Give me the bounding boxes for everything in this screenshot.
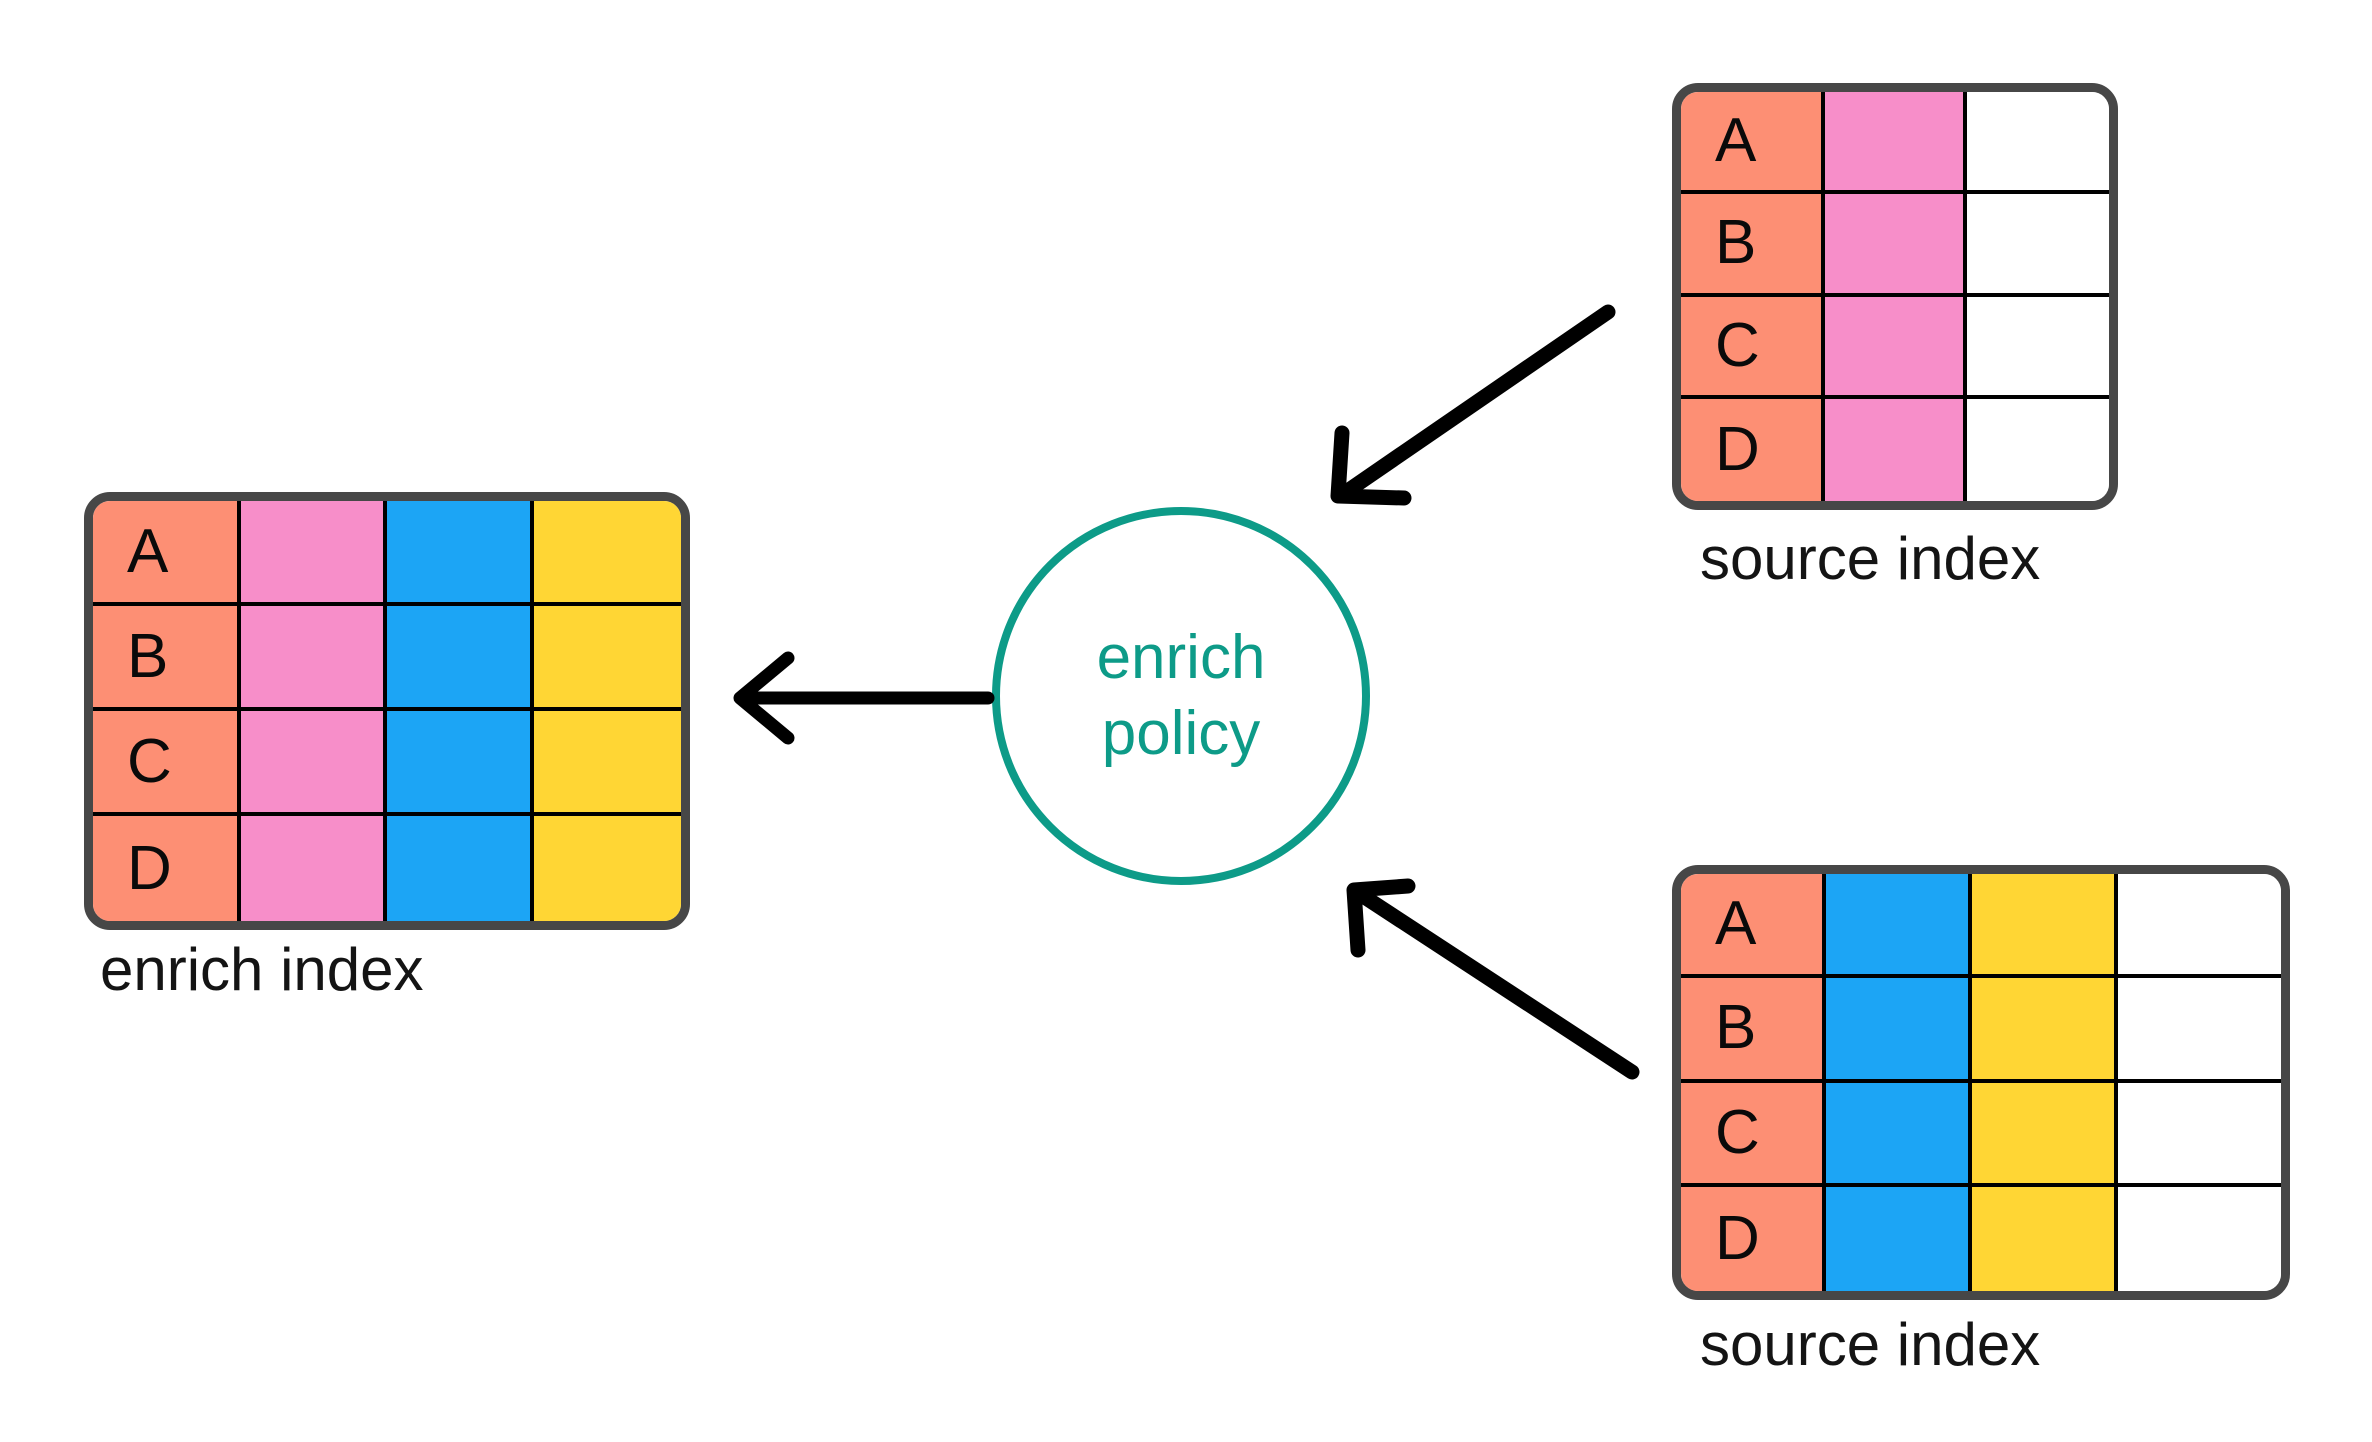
key-letter: A (1715, 889, 1757, 959)
source-top-cell-key-b: B (1681, 194, 1826, 297)
table-row: D (93, 816, 681, 921)
source-top-cell-empty-d (1967, 398, 2109, 501)
enrich-policy-label-line1: enrich (1096, 623, 1266, 693)
key-letter: D (1715, 414, 1760, 484)
enrich-cell-blue-a (386, 501, 534, 606)
table-row: C (93, 711, 681, 816)
key-letter: B (127, 621, 169, 691)
key-letter: C (1715, 1097, 1760, 1167)
source-bottom-cell-blue-b (1825, 978, 1972, 1083)
enrich-cell-yellow-b (533, 606, 681, 711)
arrow-policy-to-enrich-index-icon (733, 651, 995, 745)
source-bottom-cell-yellow-d (1971, 1186, 2119, 1291)
enrich-cell-pink-c (241, 711, 387, 816)
enrich-cell-blue-c (386, 711, 534, 816)
key-letter: C (127, 726, 172, 796)
arrow-bottom-source-to-policy-icon (1346, 878, 1640, 1080)
source-bottom-cell-key-b: B (1681, 978, 1826, 1083)
enrich-cell-pink-a (241, 501, 387, 606)
table-row: B (1681, 978, 2281, 1083)
source-top-cell-key-a: A (1681, 92, 1826, 195)
source-top-cell-empty-c (1967, 296, 2109, 399)
key-letter: A (127, 516, 169, 586)
enrich-cell-pink-d (241, 816, 387, 921)
source-bottom-cell-key-c: C (1681, 1082, 1826, 1187)
source-top-cell-pink-b (1825, 194, 1968, 297)
enrich-cell-key-b: B (93, 606, 242, 711)
source-bottom-cell-empty-c (2118, 1082, 2281, 1187)
source-index-top-caption: source index (1700, 525, 2041, 592)
table-row: B (93, 606, 681, 711)
source-top-cell-pink-d (1825, 398, 1968, 501)
enrich-cell-yellow-d (533, 816, 681, 921)
table-row: D (1681, 398, 2109, 501)
key-letter: D (127, 833, 172, 903)
arrow-top-source-to-policy-icon (1330, 304, 1616, 506)
enrich-cell-blue-d (386, 816, 534, 921)
enrich-index-caption: enrich index (100, 936, 424, 1003)
source-top-cell-empty-b (1967, 194, 2109, 297)
enrich-policy-label-line2: policy (1101, 699, 1261, 768)
table-row: C (1681, 1082, 2281, 1187)
source-index-bottom-caption: source index (1700, 1311, 2041, 1378)
source-bottom-cell-blue-c (1825, 1082, 1972, 1187)
source-bottom-cell-blue-d (1825, 1186, 1972, 1291)
table-row: A (1681, 874, 2281, 979)
source-bottom-cell-key-d: D (1681, 1186, 1826, 1291)
enrich-cell-yellow-a (533, 501, 681, 606)
table-row: C (1681, 296, 2109, 399)
source-top-cell-key-c: C (1681, 296, 1826, 399)
source-bottom-cell-key-a: A (1681, 874, 1826, 979)
table-row: D (1681, 1186, 2281, 1291)
source-top-cell-pink-c (1825, 296, 1968, 399)
table-row: B (1681, 194, 2109, 297)
source-index-top-table: A B C D (1672, 83, 2118, 510)
enrich-index-table: A B C D (84, 492, 690, 930)
source-bottom-cell-blue-a (1825, 874, 1972, 979)
enrich-cell-blue-b (386, 606, 534, 711)
source-bottom-cell-yellow-c (1971, 1082, 2119, 1187)
source-bottom-cell-yellow-a (1971, 874, 2119, 979)
enrich-cell-key-d: D (93, 816, 242, 921)
key-letter: B (1715, 993, 1757, 1063)
key-letter: A (1715, 106, 1757, 176)
enrich-cell-yellow-c (533, 711, 681, 816)
source-bottom-cell-empty-d (2118, 1186, 2281, 1291)
source-top-cell-empty-a (1967, 92, 2109, 195)
source-bottom-cell-empty-a (2118, 874, 2281, 979)
table-row: A (93, 501, 681, 606)
key-letter: C (1715, 310, 1760, 380)
source-top-cell-key-d: D (1681, 398, 1826, 501)
source-index-bottom-table: A B C D (1672, 865, 2290, 1300)
key-letter: B (1715, 208, 1757, 278)
table-row: A (1681, 92, 2109, 195)
enrich-policy-node: enrich policy (992, 507, 1370, 885)
enrich-cell-key-a: A (93, 501, 242, 606)
enrich-cell-pink-b (241, 606, 387, 711)
source-top-cell-pink-a (1825, 92, 1968, 195)
enrich-cell-key-c: C (93, 711, 242, 816)
source-bottom-cell-empty-b (2118, 978, 2281, 1083)
key-letter: D (1715, 1203, 1760, 1273)
source-bottom-cell-yellow-b (1971, 978, 2119, 1083)
